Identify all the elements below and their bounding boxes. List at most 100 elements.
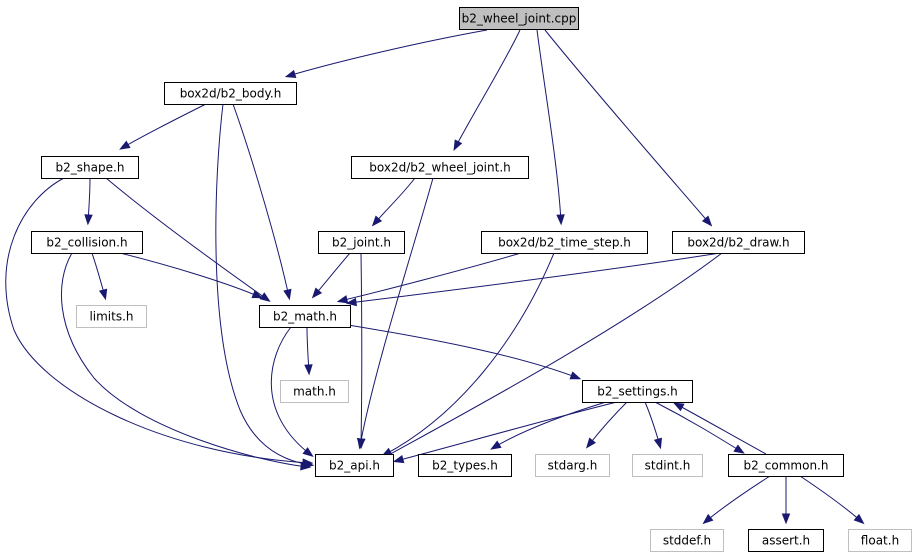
edge-wheel_h-to-joint xyxy=(371,177,416,227)
node-assert[interactable]: assert.h xyxy=(748,529,824,552)
arrowhead-icon xyxy=(853,513,865,525)
edge-line xyxy=(347,324,579,379)
node-math[interactable]: b2_math.h xyxy=(259,305,351,328)
node-label: float.h xyxy=(861,534,899,548)
node-box xyxy=(280,380,349,403)
edge-common-to-float xyxy=(799,475,865,525)
node-stdarg: stdarg.h xyxy=(535,454,610,477)
arrowhead-icon xyxy=(585,437,596,449)
node-box xyxy=(351,156,529,179)
node-stdint: stdint.h xyxy=(632,454,703,477)
edge-line xyxy=(339,252,522,302)
node-joint[interactable]: b2_joint.h xyxy=(318,231,405,254)
node-label: b2_wheel_joint.cpp xyxy=(462,12,577,26)
node-label: b2_joint.h xyxy=(332,236,391,250)
node-box xyxy=(632,454,703,477)
edge-wheel_cpp-to-body xyxy=(284,29,488,78)
node-label: b2_types.h xyxy=(432,459,498,473)
edges-layer xyxy=(5,29,865,525)
arrowhead-icon xyxy=(556,214,565,226)
node-label: b2_common.h xyxy=(744,459,829,473)
node-box xyxy=(582,380,693,403)
node-stddef: stddef.h xyxy=(650,529,724,552)
node-label: b2_collision.h xyxy=(46,236,127,250)
arrowhead-icon xyxy=(300,462,312,471)
edge-line xyxy=(654,401,743,453)
edge-line xyxy=(287,29,488,77)
arrowhead-icon xyxy=(251,290,264,299)
edge-line xyxy=(454,29,521,149)
node-collision[interactable]: b2_collision.h xyxy=(31,231,143,254)
node-label: assert.h xyxy=(762,534,810,548)
arrowhead-icon xyxy=(490,440,502,450)
node-wheel_cpp[interactable]: b2_wheel_joint.cpp xyxy=(459,7,579,30)
arrowhead-icon xyxy=(302,447,314,458)
node-body[interactable]: box2d/b2_body.h xyxy=(164,82,297,105)
edge-shape-to-math xyxy=(105,177,271,303)
edge-wheel_h-to-api xyxy=(357,177,434,450)
edge-line xyxy=(313,252,351,297)
node-limits: limits.h xyxy=(76,305,147,328)
node-label: box2d/b2_time_step.h xyxy=(498,236,631,250)
edge-joint-to-math xyxy=(311,252,351,299)
edge-wheel_cpp-to-timestep xyxy=(536,29,565,226)
node-box xyxy=(259,305,351,328)
node-box xyxy=(318,231,405,254)
edge-line xyxy=(536,29,562,223)
edge-settings-to-common xyxy=(654,401,745,454)
edge-line xyxy=(395,401,618,462)
edge-line xyxy=(492,401,607,449)
node-label: limits.h xyxy=(89,310,133,324)
edge-line xyxy=(675,403,767,455)
arrowhead-icon xyxy=(781,513,791,525)
node-wheel_h[interactable]: box2d/b2_wheel_joint.h xyxy=(351,156,529,179)
node-mathh: math.h xyxy=(280,380,349,403)
arrowhead-icon xyxy=(304,364,313,376)
node-timestep[interactable]: box2d/b2_time_step.h xyxy=(481,231,648,254)
node-box xyxy=(535,454,610,477)
arrowhead-icon xyxy=(284,69,297,78)
node-box xyxy=(76,305,147,328)
arrowhead-icon xyxy=(371,215,383,227)
node-label: box2d/b2_draw.h xyxy=(687,236,789,250)
node-draw[interactable]: box2d/b2_draw.h xyxy=(672,231,805,254)
node-box xyxy=(728,454,844,477)
node-types[interactable]: b2_types.h xyxy=(418,454,512,477)
node-box xyxy=(672,231,805,254)
edge-line xyxy=(704,475,771,523)
edge-settings-to-stdarg xyxy=(585,401,628,449)
edge-line xyxy=(383,252,555,456)
edge-settings-to-types xyxy=(490,401,607,450)
arrowhead-icon xyxy=(702,513,714,525)
nodes-layer: b2_wheel_joint.cpp box2d/b2_body.h b2_shap… xyxy=(31,7,912,552)
edge-wheel_cpp-to-wheel_h xyxy=(453,29,521,152)
edge-line xyxy=(799,475,863,523)
arrowhead-icon xyxy=(345,297,357,307)
edge-body-to-math xyxy=(232,103,292,301)
edge-line xyxy=(373,177,416,225)
arrowhead-icon xyxy=(453,139,463,152)
node-box xyxy=(315,454,394,477)
edge-collision-to-limits xyxy=(91,252,108,301)
node-shape[interactable]: b2_shape.h xyxy=(41,156,139,179)
node-float: float.h xyxy=(848,529,912,552)
node-label: stddef.h xyxy=(663,534,711,548)
edge-line xyxy=(105,177,269,301)
node-api[interactable]: b2_api.h xyxy=(315,454,394,477)
node-box xyxy=(164,82,297,105)
node-common[interactable]: b2_common.h xyxy=(728,454,844,477)
edge-settings-to-api xyxy=(392,401,618,464)
edge-line xyxy=(270,326,312,456)
node-label: stdint.h xyxy=(645,459,691,473)
edge-line xyxy=(119,252,261,298)
arrowhead-icon xyxy=(392,454,405,464)
node-box xyxy=(650,529,724,552)
arrowhead-icon xyxy=(259,292,271,303)
node-label: box2d/b2_wheel_joint.h xyxy=(369,161,511,175)
edge-line xyxy=(215,103,312,466)
node-settings[interactable]: b2_settings.h xyxy=(582,380,693,403)
node-box xyxy=(459,7,579,30)
edge-line xyxy=(232,103,290,298)
arrowhead-icon xyxy=(569,371,582,380)
node-label: stdarg.h xyxy=(548,459,598,473)
